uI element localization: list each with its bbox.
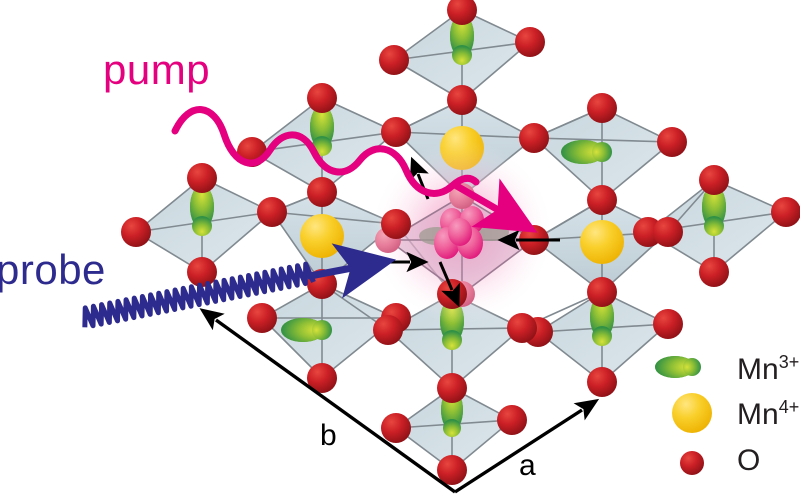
oxygen-site	[437, 455, 467, 485]
legend-icons	[655, 356, 712, 475]
crystal-axes	[199, 308, 600, 494]
legend-label-mn4: Mn4+	[737, 397, 799, 432]
oxygen-site	[437, 279, 467, 309]
mn3-orbital	[561, 140, 612, 164]
axis-a-label: a	[519, 449, 536, 482]
red-sphere-icon	[680, 451, 704, 475]
probe-wave-path	[82, 261, 316, 329]
oxygen-site	[307, 177, 337, 207]
probe-arrow	[306, 243, 397, 299]
pump-arrow	[451, 178, 538, 233]
oxygen-site	[247, 303, 277, 333]
mn4-site	[580, 220, 624, 264]
oxygen-site	[587, 277, 617, 307]
oxygen-site	[497, 405, 527, 435]
oxygen-site	[381, 117, 411, 147]
oxygen-site	[699, 257, 729, 287]
oxygen-site	[447, 85, 477, 115]
mn3-orbital	[450, 14, 474, 65]
legend-o-symbol: O	[737, 444, 761, 477]
oxygen-site	[519, 123, 549, 153]
oxygen-site	[379, 45, 409, 75]
pump-wave-path	[171, 106, 480, 197]
oxygen-site	[307, 363, 337, 393]
mn3-orbital	[190, 185, 214, 236]
oxygen-site	[121, 217, 151, 247]
green-orbital-icon	[655, 356, 701, 378]
legend-mn3-symbol: Mn	[737, 353, 779, 386]
oxygen-site	[587, 93, 617, 123]
oxygen-site	[187, 163, 217, 193]
oxygen-site	[657, 127, 687, 157]
mn3-orbital	[310, 105, 334, 156]
mn3-orbital	[590, 295, 614, 346]
axis-a-arrow	[454, 398, 600, 494]
legend-mn4-charge: 4+	[778, 397, 800, 417]
oxygen-site	[437, 373, 467, 403]
displacement-arrow-down	[438, 261, 460, 308]
oxygen-sites-group	[121, 0, 800, 485]
oxygen-site	[515, 27, 545, 57]
oxygen-site	[587, 185, 617, 215]
oxygen-site	[257, 197, 287, 227]
oxygen-site	[771, 197, 800, 227]
axis-b-label: b	[320, 419, 337, 452]
oxygen-site	[381, 209, 411, 239]
mn3-orbital	[702, 185, 726, 236]
legend-label-o: O	[737, 443, 760, 478]
axis-b-arrow	[199, 308, 456, 494]
legend-mn3-charge: 3+	[778, 352, 800, 372]
probe-beam	[82, 243, 397, 329]
oxygen-site	[447, 0, 477, 25]
legend-mn4-symbol: Mn	[737, 398, 779, 431]
pump-label: pump	[103, 46, 211, 93]
oxygen-site	[187, 257, 217, 287]
octahedra-group	[134, 9, 788, 472]
oxygen-site	[373, 315, 403, 345]
oxygen-site	[653, 217, 683, 247]
oxygen-site	[307, 83, 337, 113]
mn4-site	[300, 214, 344, 258]
oxygen-site	[587, 367, 617, 397]
yellow-sphere-icon	[672, 393, 712, 433]
oxygen-site	[653, 309, 683, 339]
probe-label: probe	[0, 246, 106, 293]
oxygen-site	[381, 413, 411, 443]
oxygen-site	[507, 313, 537, 343]
oxygen-site	[699, 165, 729, 195]
mn3-orbital	[281, 318, 332, 342]
pump-beam	[171, 106, 538, 233]
legend-label-mn3: Mn3+	[737, 352, 799, 387]
